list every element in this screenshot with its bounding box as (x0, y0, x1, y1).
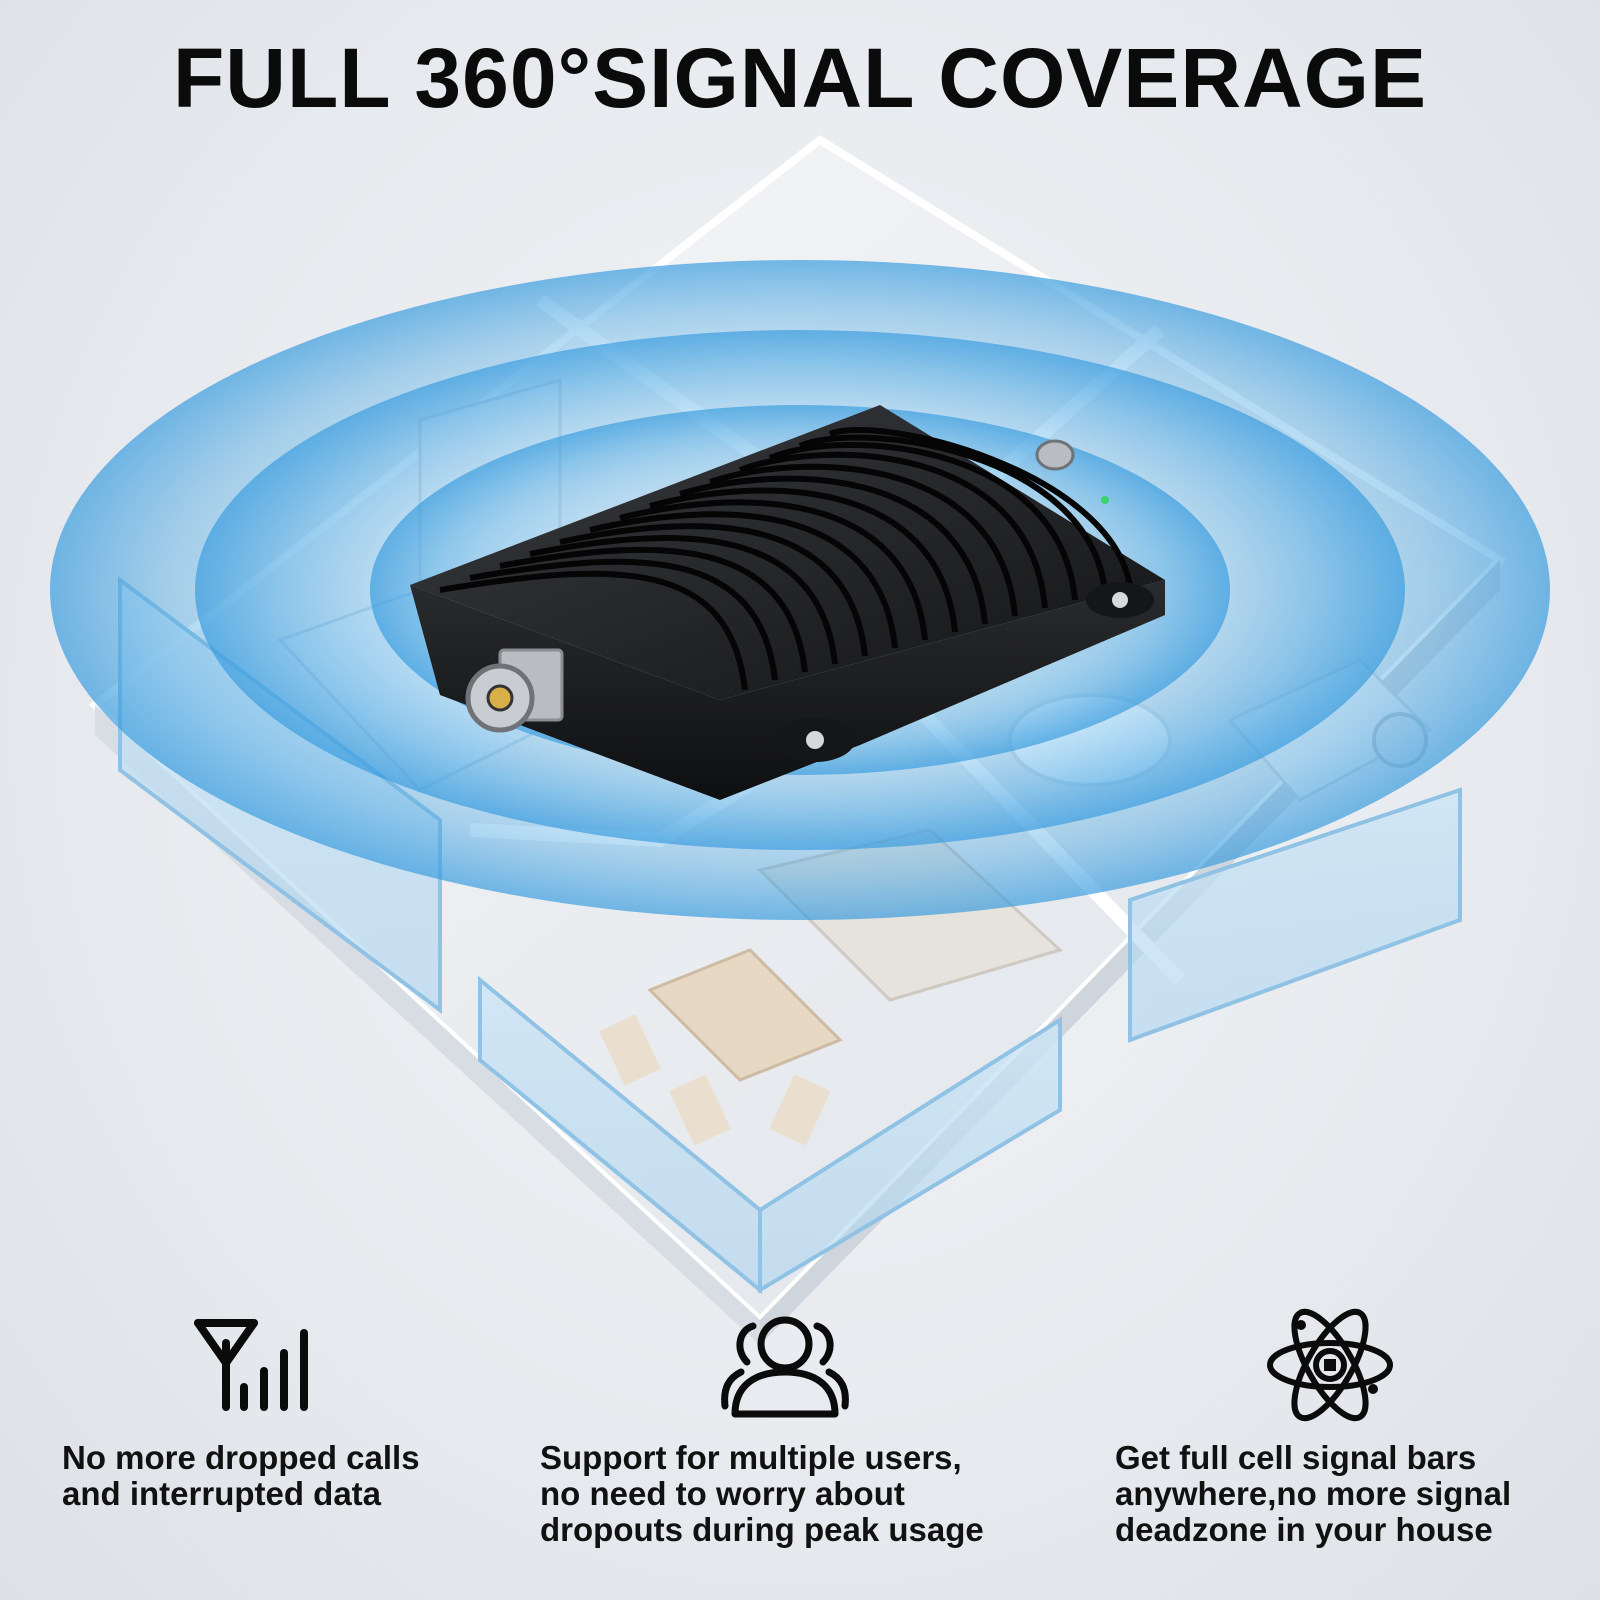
heatsink-fins (439, 427, 1133, 691)
chair (669, 1074, 731, 1146)
feature-icon-wrap (540, 1300, 1060, 1430)
mounting-hole (1112, 592, 1128, 608)
chair (599, 1014, 661, 1086)
feature-icon-wrap (1115, 1300, 1585, 1430)
feature-multiple-users: Support for multiple users, no need to w… (540, 1300, 1060, 1548)
n-connector-rear (1035, 439, 1075, 471)
glass-railing-right (1128, 787, 1462, 1043)
feature-full-signal-bars: Get full cell signal bars anywhere,no mo… (1115, 1300, 1585, 1548)
feature-no-dropped-calls: No more dropped calls and interrupted da… (62, 1300, 582, 1512)
glass-railing-front-right (758, 1016, 1062, 1294)
status-led (1101, 496, 1109, 504)
feature-caption: Get full cell signal bars anywhere,no mo… (1115, 1439, 1512, 1548)
mounting-hole (806, 731, 824, 749)
feature-caption: No more dropped calls and interrupted da… (62, 1439, 420, 1512)
multiple-users-icon (721, 1316, 849, 1418)
dining-table (647, 948, 843, 1082)
device-side (410, 580, 1165, 800)
signal-tower-bars-icon (194, 1319, 308, 1411)
feature-caption: Support for multiple users, no need to w… (540, 1439, 984, 1548)
chair (769, 1074, 831, 1146)
n-connector-pin (486, 684, 514, 712)
headline: FULL 360°SIGNAL COVERAGE (172, 31, 1428, 125)
atom-signal-icon (1267, 1308, 1393, 1422)
feature-icon-wrap (62, 1300, 582, 1430)
device-top (410, 405, 1165, 700)
signal-booster-device (410, 405, 1165, 800)
